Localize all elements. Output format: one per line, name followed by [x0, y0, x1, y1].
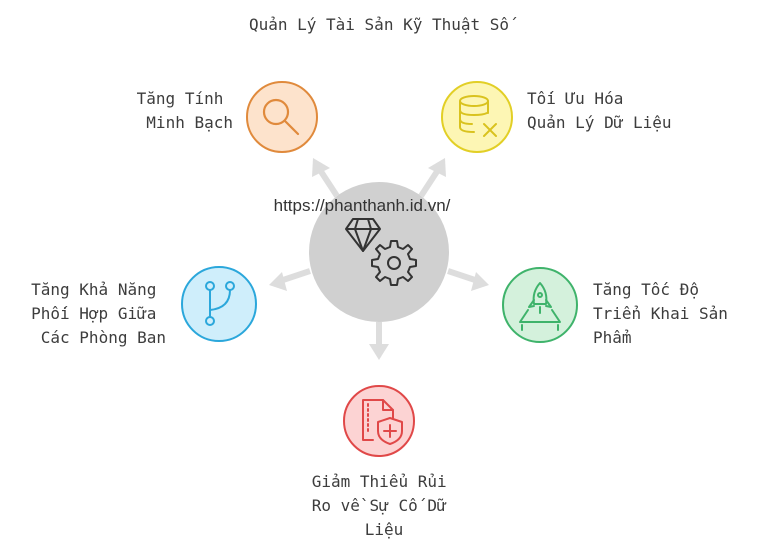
node-label: Tăng Tính Minh Bạch [137, 89, 233, 132]
arrow-to-risk [369, 322, 389, 360]
node-label-line: Giảm Thiểu Rủi [312, 472, 447, 491]
database-x-icon [459, 95, 497, 137]
node-collaboration: Tăng Khả Năng Phối Hợp Giữa Các Phòng Ba… [31, 266, 257, 347]
node-label-line: Tăng Khả Năng [31, 280, 156, 299]
node-label: Giảm Thiểu Rủi Ro về Sự Cố Dữ Liệu [312, 472, 457, 539]
watermark-url: https://phanthanh.id.vn/ [274, 196, 451, 215]
node-circle [181, 266, 257, 342]
node-label-line: Quản Lý Dữ Liệu [527, 113, 672, 132]
node-label-line: Minh Bạch [146, 113, 233, 132]
diamond-icon [345, 218, 381, 252]
file-shield-icon [362, 399, 403, 445]
rocket-icon [519, 282, 561, 331]
node-transparency: Tăng Tính Minh Bạch [137, 81, 318, 153]
node-risk: Giảm Thiểu Rủi Ro về Sự Cố Dữ Liệu [312, 385, 457, 539]
node-circle [246, 81, 318, 153]
node-label-line: Tăng Tốc Độ [593, 280, 699, 299]
node-deployment: Tăng Tốc Độ Triển Khai Sản Phẩm [502, 267, 738, 347]
node-label-line: Ro về Sự Cố Dữ [312, 496, 447, 515]
arrow-to-deployment [447, 268, 489, 291]
center-hub [309, 182, 449, 322]
node-label-line: Phối Hợp Giữa [31, 304, 156, 323]
node-label: Tăng Tốc Độ Triển Khai Sản Phẩm [593, 280, 738, 347]
node-label-line: Triển Khai Sản [593, 304, 728, 323]
magnifier-icon [262, 98, 300, 136]
node-data-management: Tối Ưu Hóa Quản Lý Dữ Liệu [441, 81, 672, 153]
diagram-title: Quản Lý Tài Sản Kỹ Thuật Số [249, 15, 517, 34]
node-label-line: Liệu [365, 520, 404, 539]
git-branch-icon [205, 281, 235, 326]
arrow-to-collaboration [269, 268, 311, 291]
node-label-line: Tối Ưu Hóa [527, 89, 623, 108]
node-label-line: Các Phòng Ban [41, 328, 166, 347]
node-label-line: Tăng Tính [137, 89, 224, 108]
connector-arrows [269, 158, 489, 360]
arrow-to-data-management [418, 158, 446, 198]
node-circle [441, 81, 513, 153]
node-label-line: Phẩm [593, 328, 632, 347]
node-label: Tối Ưu Hóa Quản Lý Dữ Liệu [527, 89, 672, 132]
gear-icon [371, 240, 417, 286]
node-label: Tăng Khả Năng Phối Hợp Giữa Các Phòng Ba… [31, 280, 166, 347]
arrow-to-transparency [312, 158, 340, 198]
